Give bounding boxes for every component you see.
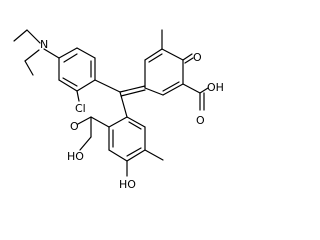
structure-diagram: N Cl O OH O O HO HO [13,29,224,191]
amine-bonds [13,29,60,76]
amine-n-label: N [40,38,48,51]
ketone-o-label: O [193,51,202,64]
phenol-ho-label: HO [119,178,136,191]
ring-b-bonds [144,29,209,111]
acid-bottom-o-label: O [70,120,79,133]
acid-bottom-ho-label: HO [67,150,84,163]
chloro-label: Cl [75,102,86,115]
central-bonds [94,79,146,118]
ring-c-bonds [77,116,164,177]
acid-right-oh-label: OH [207,81,224,94]
molecule-svg: N Cl O OH O O HO HO [13,29,224,191]
ring-a-bonds [58,47,96,92]
acid-right-o-label: O [196,114,205,127]
chloro-bond [76,90,80,102]
